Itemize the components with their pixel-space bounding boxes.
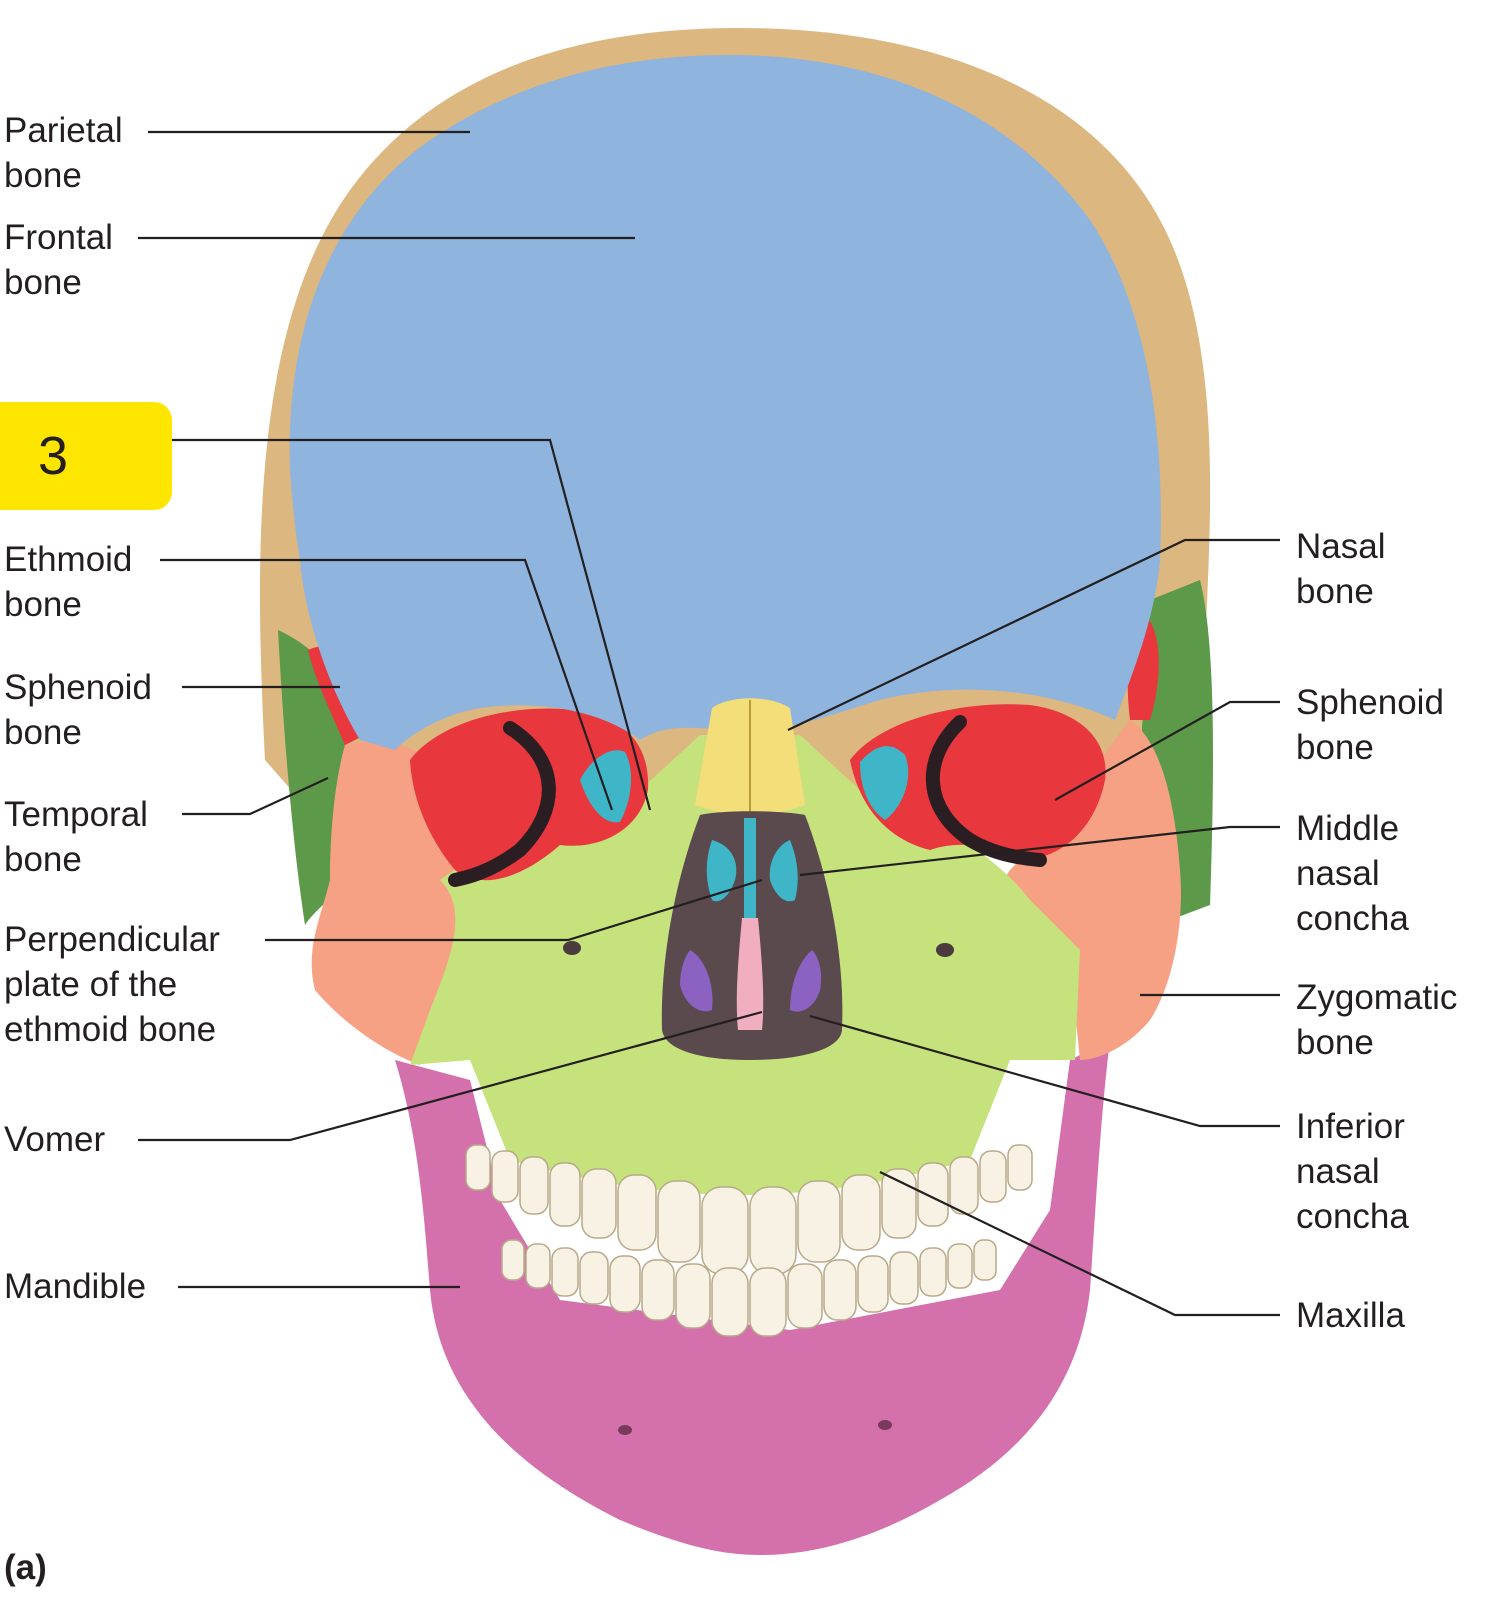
vomer-shape — [736, 918, 764, 1030]
middle-nasal-concha-left-shape — [706, 840, 737, 902]
label-inferior-nasal-concha: Inferior nasal concha — [1296, 1107, 1409, 1236]
lower-tooth — [749, 1267, 787, 1337]
lower-tooth — [787, 1263, 823, 1329]
zygomatic-bone-left-shape — [311, 740, 560, 1065]
label-nasal-bone: Nasal bone — [1296, 527, 1386, 611]
lower-tooth — [675, 1263, 711, 1329]
lower-tooth — [525, 1243, 551, 1289]
lower-tooth — [609, 1255, 641, 1313]
label-perpendicular-plate: Perpendicular plate of the ethmoid bone — [4, 920, 220, 1049]
upper-tooth — [749, 1186, 797, 1275]
lower-tooth — [579, 1251, 609, 1305]
orbit-left-shape — [410, 708, 649, 881]
lower-tooth — [947, 1243, 973, 1289]
upper-tooth — [465, 1144, 491, 1191]
upper-tooth — [1007, 1144, 1033, 1191]
label-ethmoid-bone: Ethmoid bone — [4, 540, 133, 624]
leader-nasal — [787, 538, 1280, 731]
orbital-fissure-right-shape — [925, 715, 1047, 867]
upper-tooth — [917, 1162, 949, 1227]
inferior-nasal-concha-right-shape — [790, 950, 822, 1012]
mandible-shape — [395, 1040, 1110, 1555]
leader-perpendicular — [265, 878, 763, 942]
upper-tooth — [841, 1174, 881, 1251]
badge-number: 3 — [38, 426, 69, 486]
upper-tooth — [581, 1168, 617, 1239]
inferior-nasal-concha-left-shape — [680, 950, 713, 1012]
upper-tooth — [701, 1186, 749, 1275]
ethmoid-orbit-left-shape — [580, 750, 632, 823]
leader-badge — [172, 438, 652, 811]
label-mandible: Mandible — [4, 1267, 147, 1306]
leader-lines — [138, 130, 1280, 1317]
lower-tooth — [857, 1255, 889, 1313]
perpendicular-plate-shape — [744, 818, 756, 918]
zygomatic-bone-right-shape — [990, 720, 1181, 1060]
ethmoid-orbit-right-shape — [860, 746, 909, 820]
upper-tooth — [797, 1180, 841, 1263]
upper-tooth — [657, 1180, 701, 1263]
leader-maxilla — [879, 1171, 1280, 1317]
leader-temporal — [182, 777, 329, 816]
label-middle-nasal-concha: Middle nasal concha — [1296, 809, 1409, 938]
leader-middle-concha — [799, 825, 1280, 877]
label-sphenoid-bone-left: Sphenoid bone — [4, 668, 152, 752]
lower-tooth — [889, 1251, 919, 1305]
lower-tooth — [711, 1267, 749, 1337]
answer-badge[interactable]: 3 — [0, 402, 172, 510]
upper-tooth — [617, 1174, 657, 1251]
label-temporal-bone: Temporal bone — [4, 795, 148, 879]
upper-tooth — [519, 1156, 549, 1215]
label-maxilla: Maxilla — [1296, 1296, 1405, 1335]
lower-tooth — [551, 1247, 579, 1297]
orbit-right-shape — [850, 704, 1106, 860]
label-zygomatic-bone: Zygomatic bone — [1296, 978, 1458, 1062]
label-parietal-bone: Parietal bone — [4, 111, 123, 195]
upper-tooth — [949, 1156, 979, 1215]
lower-tooth — [973, 1239, 997, 1281]
leader-sphenoid-right — [1054, 700, 1280, 801]
panel-label: (a) — [4, 1548, 47, 1587]
upper-tooth — [979, 1150, 1007, 1203]
leader-vomer — [138, 1010, 763, 1142]
label-vomer: Vomer — [4, 1120, 106, 1159]
orbital-fissure-left-shape — [448, 721, 556, 887]
leader-ethmoid — [160, 558, 614, 811]
upper-tooth — [491, 1150, 519, 1203]
frontal-bone-shape — [289, 55, 1161, 750]
upper-tooth — [549, 1162, 581, 1227]
leader-inferior-concha — [809, 1014, 1280, 1128]
lower-tooth — [501, 1239, 525, 1281]
label-sphenoid-bone-right: Sphenoid bone — [1296, 683, 1444, 767]
label-frontal-bone: Frontal bone — [4, 218, 113, 302]
upper-tooth — [881, 1168, 917, 1239]
lower-tooth — [823, 1259, 857, 1321]
teeth-group — [465, 1144, 1033, 1337]
middle-nasal-concha-right-shape — [769, 840, 798, 902]
lower-tooth — [919, 1247, 947, 1297]
lower-tooth — [641, 1259, 675, 1321]
